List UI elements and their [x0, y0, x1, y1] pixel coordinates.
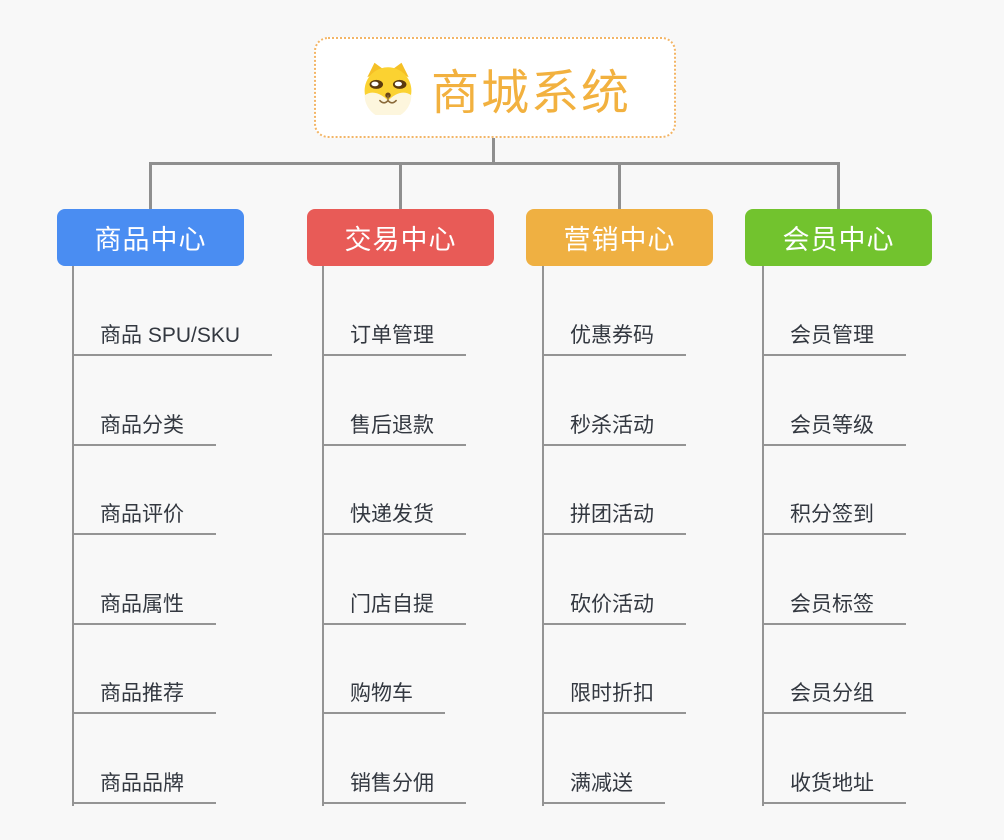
root-node[interactable]: 商城系统	[314, 37, 676, 138]
leaf-item[interactable]: 优惠券码	[542, 314, 686, 356]
dog-face-icon	[364, 62, 412, 115]
leaf-item[interactable]: 会员分组	[762, 672, 906, 714]
branch-node-product-center[interactable]: 商品中心	[57, 209, 244, 266]
leaf-item[interactable]: 会员标签	[762, 583, 906, 625]
leaf-item[interactable]: 秒杀活动	[542, 404, 686, 446]
connector-drop-3	[618, 162, 621, 210]
connector-drop-1	[149, 162, 152, 210]
leaf-item[interactable]: 销售分佣	[322, 762, 466, 804]
connector-horizontal	[149, 162, 839, 165]
leaf-item[interactable]: 商品品牌	[72, 762, 216, 804]
branch-node-member-center[interactable]: 会员中心	[745, 209, 932, 266]
leaf-item[interactable]: 门店自提	[322, 583, 466, 625]
connector-root-stub	[492, 136, 495, 164]
leaf-item[interactable]: 快递发货	[322, 493, 466, 535]
branch-node-marketing-center[interactable]: 营销中心	[526, 209, 713, 266]
leaf-item[interactable]: 购物车	[322, 672, 445, 714]
leaf-item[interactable]: 商品分类	[72, 404, 216, 446]
leaf-item[interactable]: 售后退款	[322, 404, 466, 446]
leaf-item[interactable]: 会员等级	[762, 404, 906, 446]
leaf-item[interactable]: 积分签到	[762, 493, 906, 535]
connector-drop-2	[399, 162, 402, 210]
leaf-item[interactable]: 商品评价	[72, 493, 216, 535]
root-title: 商城系统	[430, 66, 631, 120]
leaf-item[interactable]: 收货地址	[762, 762, 906, 804]
trunk-branch-3	[542, 266, 544, 806]
trunk-branch-1	[72, 266, 74, 806]
trunk-branch-2	[322, 266, 324, 806]
leaf-item[interactable]: 商品属性	[72, 583, 216, 625]
branch-node-trade-center[interactable]: 交易中心	[307, 209, 494, 266]
leaf-item[interactable]: 商品 SPU/SKU	[72, 314, 273, 356]
leaf-item[interactable]: 会员管理	[762, 314, 906, 356]
leaf-item[interactable]: 订单管理	[322, 314, 466, 356]
trunk-branch-4	[762, 266, 764, 806]
leaf-item[interactable]: 限时折扣	[542, 672, 686, 714]
leaf-item[interactable]: 满减送	[542, 762, 665, 804]
connector-drop-4	[837, 162, 840, 210]
leaf-item[interactable]: 商品推荐	[72, 672, 216, 714]
leaf-item[interactable]: 拼团活动	[542, 493, 686, 535]
leaf-item[interactable]: 砍价活动	[542, 583, 686, 625]
